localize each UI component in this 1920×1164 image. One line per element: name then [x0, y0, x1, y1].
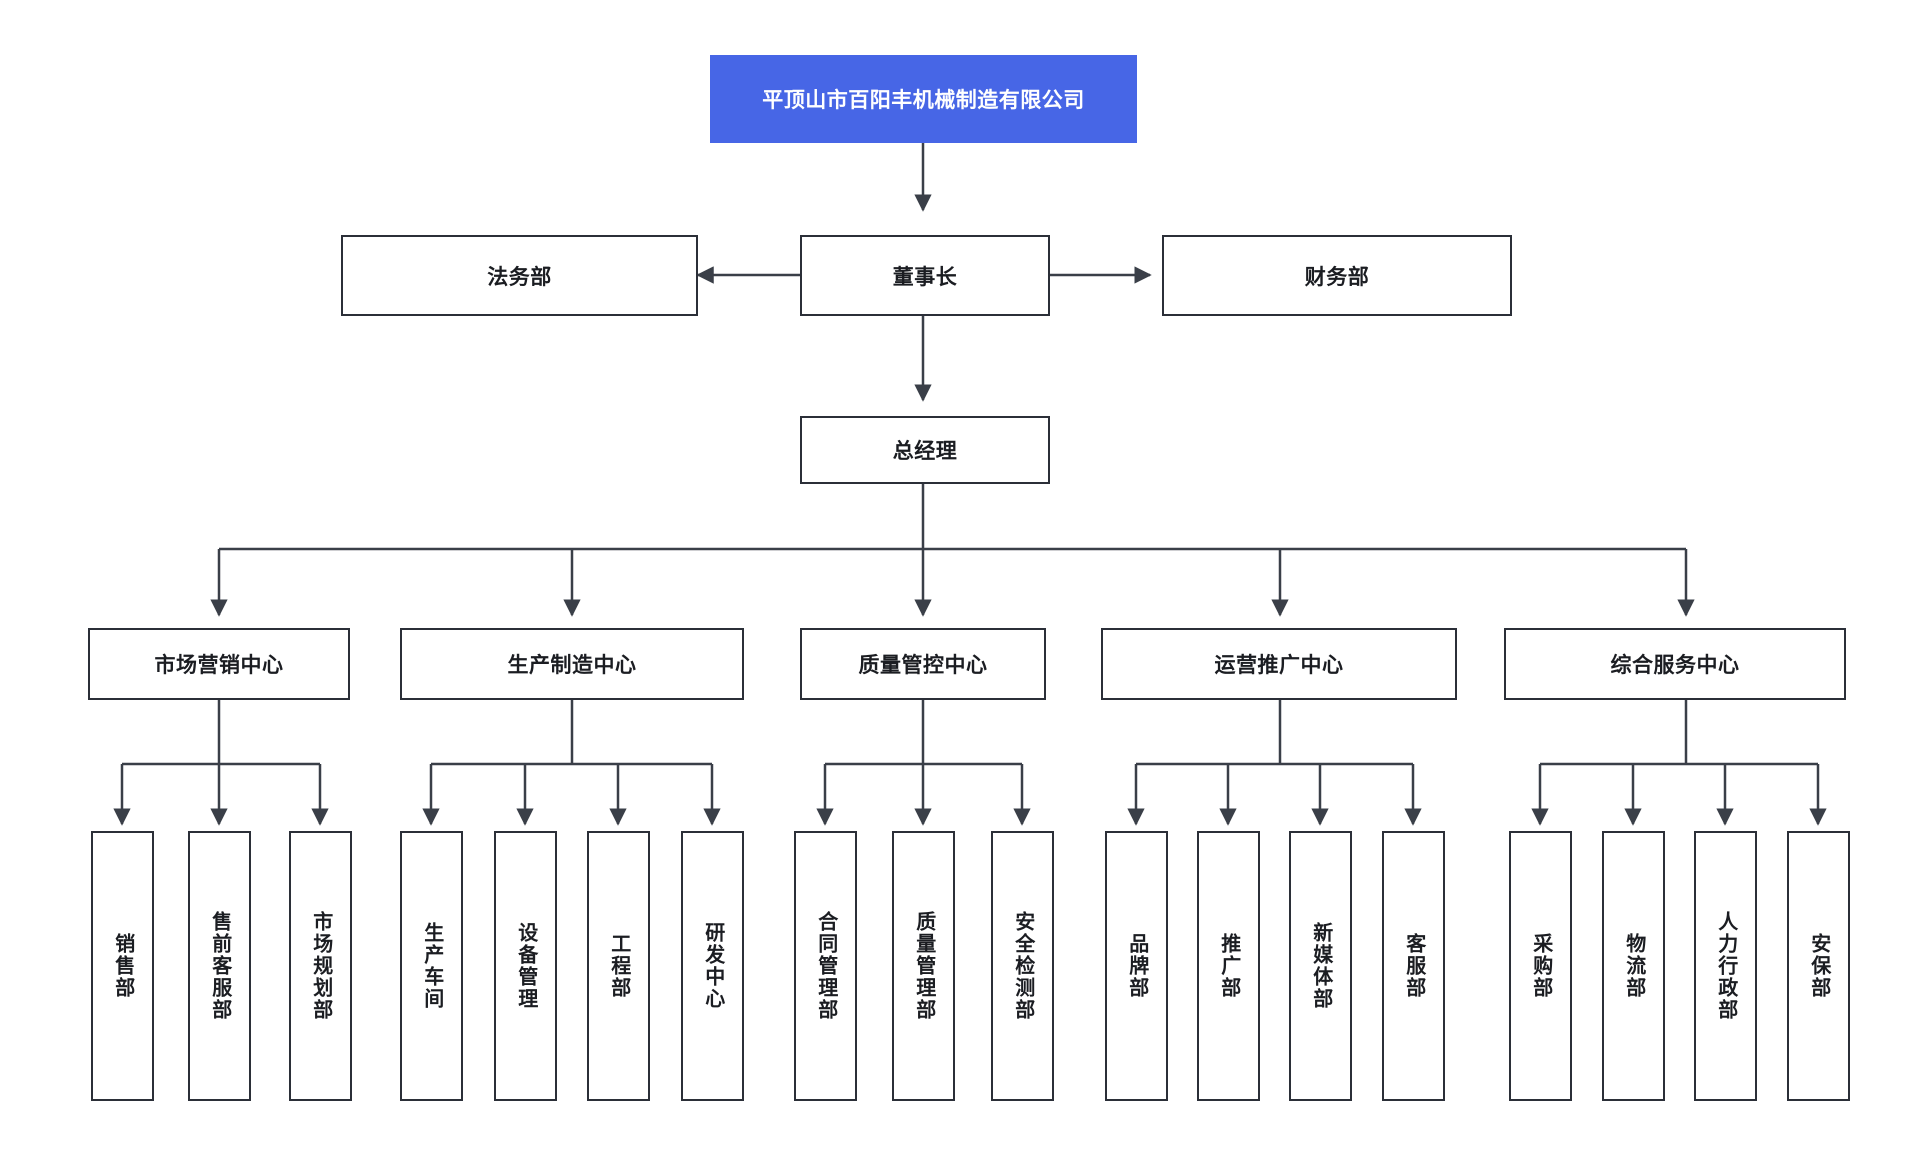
org-node-center-general-services-label: 综合服务中心 [1610, 654, 1740, 677]
org-node-dept-quality-management[interactable]: 质量管理部 [892, 831, 955, 1101]
org-node-center-marketing-label: 市场营销中心 [154, 654, 284, 677]
org-node-dept-logistics-label: 物流部 [1622, 933, 1645, 999]
org-node-dept-brand-label: 品牌部 [1125, 933, 1148, 999]
org-node-center-manufacturing[interactable]: 生产制造中心 [400, 628, 744, 700]
org-node-company-label: 平顶山市百阳丰机械制造有限公司 [762, 89, 1085, 112]
org-node-legal[interactable]: 法务部 [341, 235, 698, 316]
org-node-chairman-label: 董事长 [892, 265, 958, 289]
org-node-dept-production-workshop-label: 生产车间 [420, 922, 443, 1010]
org-node-dept-production-workshop[interactable]: 生产车间 [400, 831, 463, 1101]
org-node-company[interactable]: 平顶山市百阳丰机械制造有限公司 [710, 55, 1137, 143]
org-node-finance[interactable]: 财务部 [1162, 235, 1512, 316]
org-node-dept-promotion-label: 推广部 [1217, 933, 1240, 999]
org-node-dept-sales[interactable]: 销售部 [91, 831, 154, 1101]
org-node-general-manager[interactable]: 总经理 [800, 416, 1050, 484]
org-node-dept-rnd-center-label: 研发中心 [701, 922, 724, 1010]
org-node-dept-customer-service-label: 客服部 [1402, 933, 1425, 999]
org-node-dept-hr-admin-label: 人力行政部 [1714, 911, 1737, 1021]
org-node-dept-engineering[interactable]: 工程部 [587, 831, 650, 1101]
org-node-dept-brand[interactable]: 品牌部 [1105, 831, 1168, 1101]
org-node-general-manager-label: 总经理 [892, 440, 958, 463]
org-node-legal-label: 法务部 [487, 265, 552, 289]
org-node-dept-rnd-center[interactable]: 研发中心 [681, 831, 744, 1101]
org-node-dept-contract-management-label: 合同管理部 [814, 911, 837, 1021]
org-node-center-marketing[interactable]: 市场营销中心 [88, 628, 350, 700]
org-node-dept-procurement[interactable]: 采购部 [1509, 831, 1572, 1101]
org-node-dept-hr-admin[interactable]: 人力行政部 [1694, 831, 1757, 1101]
org-node-dept-presales-service-label: 售前客服部 [208, 911, 231, 1021]
org-node-finance-label: 财务部 [1304, 265, 1370, 289]
org-node-dept-safety-inspection[interactable]: 安全检测部 [991, 831, 1054, 1101]
org-node-center-operations-label: 运营推广中心 [1214, 654, 1344, 677]
org-node-center-manufacturing-label: 生产制造中心 [507, 654, 637, 677]
org-node-dept-promotion[interactable]: 推广部 [1197, 831, 1260, 1101]
org-node-center-general-services[interactable]: 综合服务中心 [1504, 628, 1846, 700]
org-node-dept-new-media[interactable]: 新媒体部 [1289, 831, 1352, 1101]
org-node-dept-customer-service[interactable]: 客服部 [1382, 831, 1445, 1101]
org-node-dept-engineering-label: 工程部 [607, 933, 630, 999]
org-node-dept-equipment-management[interactable]: 设备管理 [494, 831, 557, 1101]
org-node-dept-quality-management-label: 质量管理部 [912, 911, 935, 1021]
org-node-dept-security-label: 安保部 [1807, 933, 1830, 999]
org-node-dept-procurement-label: 采购部 [1529, 933, 1552, 999]
org-node-chairman[interactable]: 董事长 [800, 235, 1050, 316]
org-node-dept-presales-service[interactable]: 售前客服部 [188, 831, 251, 1101]
org-node-center-quality-label: 质量管控中心 [858, 654, 988, 677]
org-node-dept-sales-label: 销售部 [111, 933, 134, 999]
org-node-dept-equipment-management-label: 设备管理 [514, 922, 537, 1010]
org-node-dept-logistics[interactable]: 物流部 [1602, 831, 1665, 1101]
org-node-dept-market-planning[interactable]: 市场规划部 [289, 831, 352, 1101]
org-node-dept-contract-management[interactable]: 合同管理部 [794, 831, 857, 1101]
org-node-dept-market-planning-label: 市场规划部 [309, 911, 332, 1021]
org-node-dept-security[interactable]: 安保部 [1787, 831, 1850, 1101]
org-node-center-quality[interactable]: 质量管控中心 [800, 628, 1046, 700]
org-node-dept-safety-inspection-label: 安全检测部 [1011, 911, 1034, 1021]
org-node-center-operations[interactable]: 运营推广中心 [1101, 628, 1457, 700]
org-node-dept-new-media-label: 新媒体部 [1309, 922, 1332, 1010]
